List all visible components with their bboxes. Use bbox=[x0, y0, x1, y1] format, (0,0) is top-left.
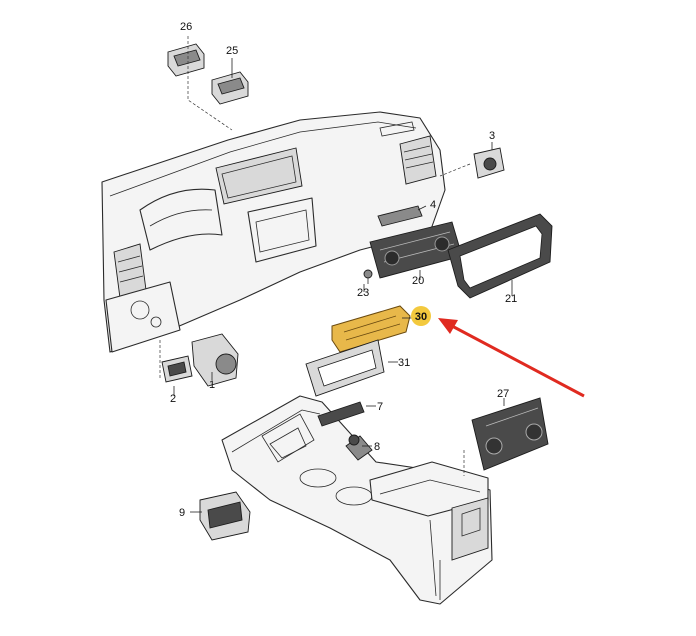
callout-30: 30 bbox=[415, 311, 427, 323]
part-21-trim-frame bbox=[447, 213, 553, 299]
part-4-trim-strip bbox=[377, 205, 423, 227]
callout-8: 8 bbox=[374, 441, 380, 453]
dashboard-assembly bbox=[101, 111, 446, 353]
part-31-bezel bbox=[305, 339, 385, 397]
part-23-screw bbox=[363, 269, 373, 284]
part-20-climate-control bbox=[369, 221, 463, 279]
callout-23: 23 bbox=[357, 287, 369, 299]
callout-21: 21 bbox=[505, 293, 517, 305]
callout-2: 2 bbox=[170, 393, 176, 405]
leader-lines bbox=[159, 36, 513, 513]
callout-27: 27 bbox=[497, 388, 509, 400]
part-27-climate-panel bbox=[471, 397, 549, 471]
highlight-arrow bbox=[438, 318, 585, 398]
part-9-switch-panel bbox=[199, 491, 251, 541]
callout-31: 31 bbox=[398, 357, 410, 369]
part-2-switch bbox=[161, 355, 193, 383]
callout-4: 4 bbox=[430, 199, 436, 211]
part-25-switch bbox=[211, 71, 249, 105]
callout-25: 25 bbox=[226, 45, 238, 57]
callout-1: 1 bbox=[209, 379, 215, 391]
callout-9: 9 bbox=[179, 507, 185, 519]
part-30-highlighted bbox=[331, 305, 411, 353]
callout-20: 20 bbox=[412, 275, 424, 287]
callout-labels: 26 25 3 4 20 21 23 30 31 7 8 1 2 9 27 bbox=[170, 21, 517, 519]
part-7-switch-strip bbox=[317, 401, 365, 427]
center-console-assembly bbox=[221, 395, 493, 605]
part-26-switch bbox=[167, 43, 205, 77]
part-1-light-switch bbox=[191, 333, 239, 387]
callout-7: 7 bbox=[377, 401, 383, 413]
callout-30-badge bbox=[411, 306, 431, 326]
callout-26: 26 bbox=[180, 21, 192, 33]
callout-3: 3 bbox=[489, 130, 495, 142]
part-3-socket bbox=[473, 147, 505, 179]
part-8-socket bbox=[345, 434, 373, 461]
